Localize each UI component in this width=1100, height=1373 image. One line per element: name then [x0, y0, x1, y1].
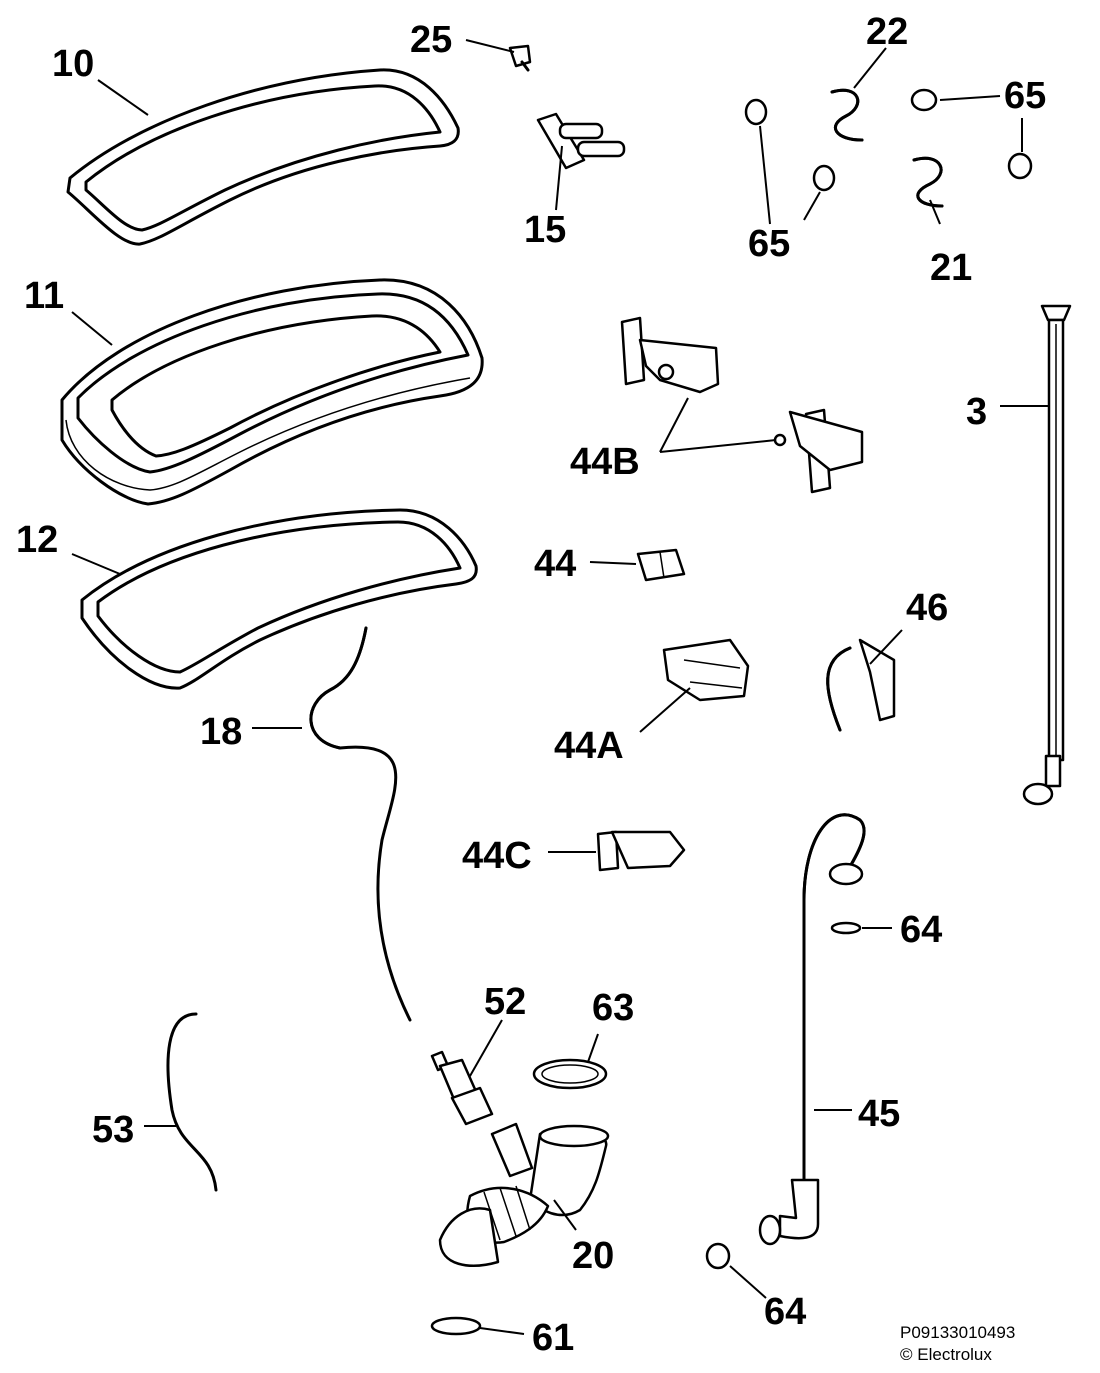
part-63-clamp [532, 1058, 608, 1090]
label-3: 3 [966, 391, 987, 433]
part-46-u-bracket [826, 638, 896, 732]
part-25-pin [508, 44, 532, 72]
label-44a: 44A [554, 725, 624, 767]
part-44c-connector [596, 830, 686, 872]
part-10-gasket-frame [66, 68, 460, 246]
label-52: 52 [484, 981, 526, 1023]
part-18-hose [309, 626, 412, 1022]
part-labels: 10 11 12 25 15 22 65 65 21 3 44B 44 46 4… [16, 11, 1046, 1359]
label-44b: 44B [570, 441, 640, 483]
label-46: 46 [906, 587, 948, 629]
label-12: 12 [16, 519, 58, 561]
part-64-rings [705, 921, 862, 1270]
part-44-clip [636, 548, 686, 582]
label-65-top-right: 65 [1004, 75, 1046, 117]
label-63: 63 [592, 987, 634, 1029]
part-12-inner-frame [80, 508, 478, 690]
label-15: 15 [524, 209, 566, 251]
part-22-elbow-hose [830, 88, 864, 142]
copyright-notice: © Electrolux [900, 1345, 992, 1364]
label-64-right: 64 [900, 909, 942, 951]
label-20: 20 [572, 1235, 614, 1277]
label-44c: 44C [462, 835, 532, 877]
part-20-drain-elbow [438, 1122, 610, 1267]
label-44: 44 [534, 543, 576, 585]
label-18: 18 [200, 711, 242, 753]
label-53: 53 [92, 1109, 134, 1151]
part-52-sensor [430, 1050, 494, 1126]
part-44a-holder [662, 638, 750, 702]
label-25: 25 [410, 19, 452, 61]
diagram-code: P09133010493 [900, 1323, 1015, 1342]
label-65-left: 65 [748, 223, 790, 265]
part-53-hose [166, 1012, 218, 1192]
part-45-drain-hose [758, 813, 866, 1246]
label-11: 11 [24, 275, 64, 317]
label-10: 10 [52, 43, 94, 85]
part-15-valve [536, 112, 626, 170]
label-21: 21 [930, 247, 972, 289]
label-22: 22 [866, 11, 908, 53]
part-21-elbow-hose [912, 156, 944, 208]
part-44b-clips [620, 316, 864, 494]
part-65-rings [744, 88, 1033, 192]
part-11-bellows-gasket [60, 278, 484, 506]
label-64-bottom: 64 [764, 1291, 806, 1333]
label-45: 45 [858, 1093, 900, 1135]
label-61: 61 [532, 1317, 574, 1359]
part-61-clamp [430, 1316, 482, 1336]
leader-lines [71, 39, 1048, 1335]
part-3-rod [1022, 304, 1072, 806]
